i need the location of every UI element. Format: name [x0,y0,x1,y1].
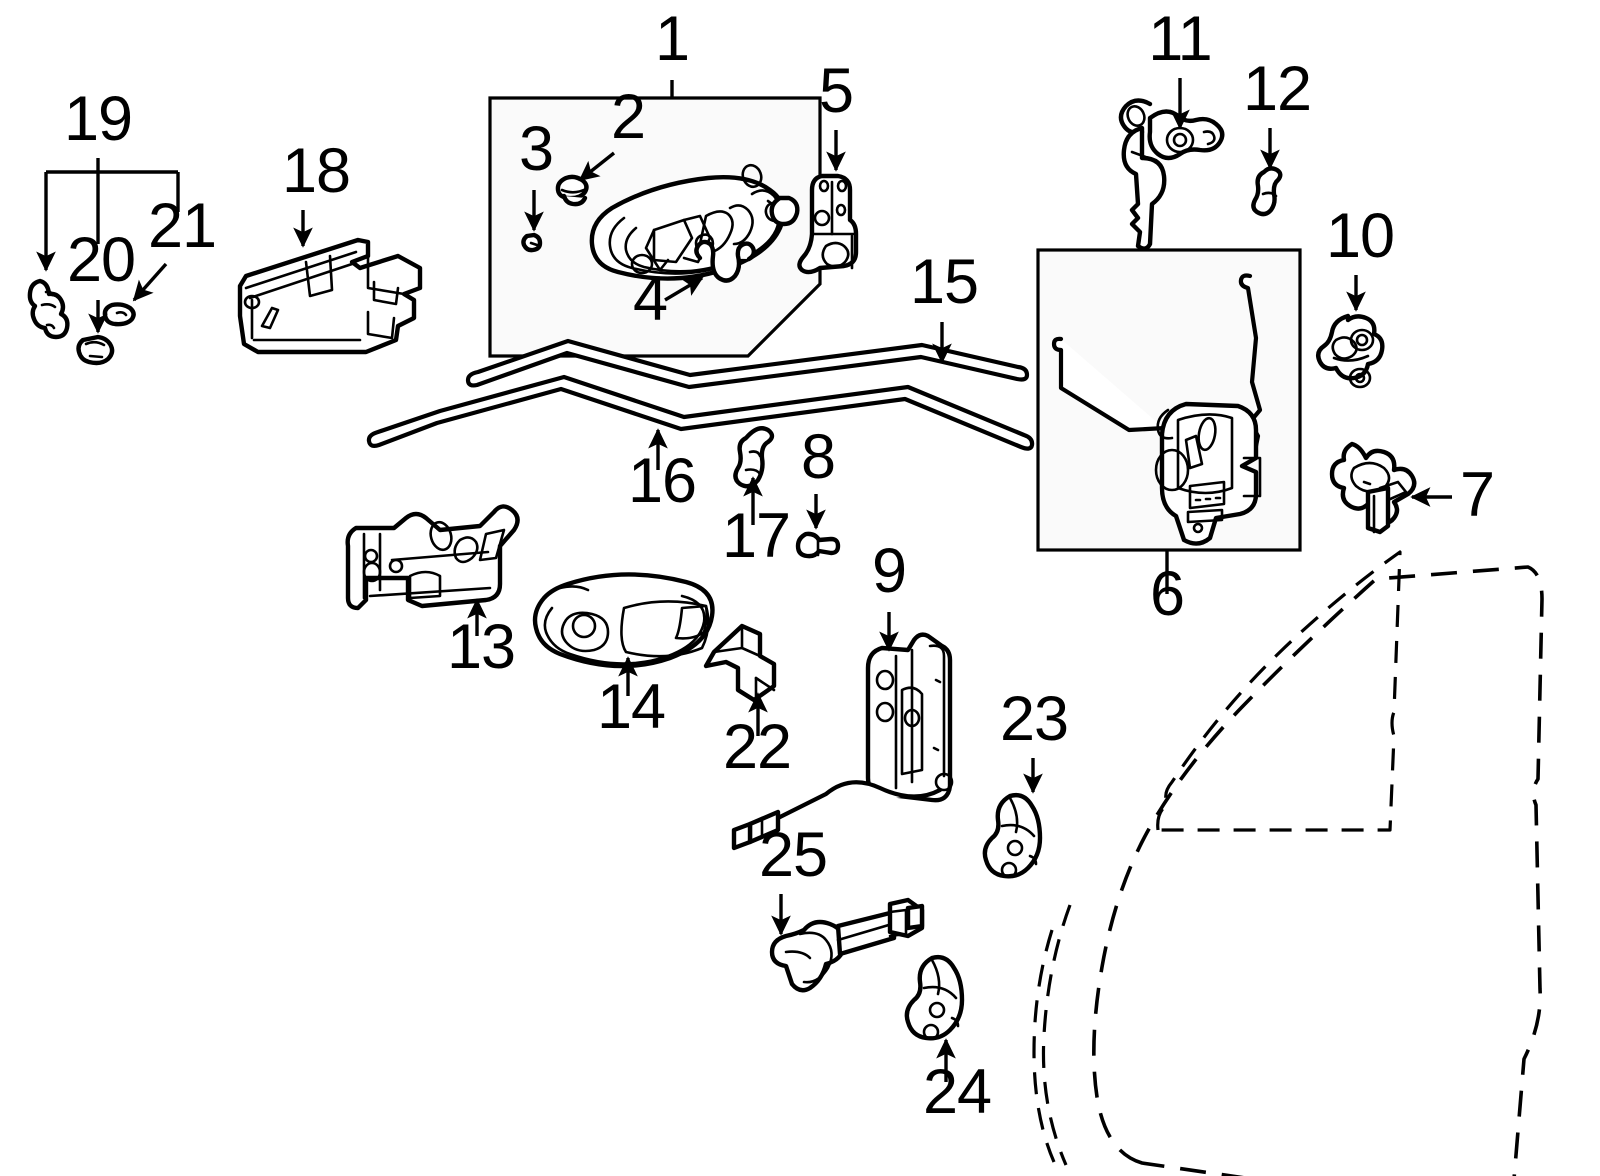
callout-label-25: 25 [759,820,827,890]
part-lock-cylinder-with-key [1118,98,1225,251]
callout-label-24: 24 [923,1057,991,1127]
leader-2 [578,151,616,182]
callout-label-21: 21 [148,191,216,261]
part-striker-bolt [76,334,115,366]
part-door-check-strap [769,897,925,993]
callout-label-14: 14 [597,672,665,742]
leader-19-bracket [36,158,180,272]
part-lock-cylinder-retainer [1251,166,1283,217]
part-door-lock-cable-clip [1316,313,1385,389]
front-door-shell-phantom-outline [1032,550,1544,1176]
callout-label-4: 4 [633,264,667,334]
part-handle-base-bracket [237,237,423,355]
callout-label-15: 15 [910,247,978,317]
callout-label-6: 6 [1150,559,1184,629]
part-rod-grommet-bushing [795,531,841,559]
part-inside-door-handle-bezel [532,572,715,669]
part-door-lock-striker [797,173,859,275]
part-door-hinge-lower [904,954,965,1041]
part-handle-screw-cover [521,232,543,253]
callout-label-18: 18 [282,136,350,206]
callout-label-19: 19 [64,84,132,154]
part-lock-rod-clip-right [1329,441,1417,535]
part-outside-door-handle [589,163,800,281]
part-striker-shim [102,302,136,327]
callout-label-1: 1 [655,4,689,74]
callout-label-3: 3 [519,114,553,184]
callout-label-5: 5 [819,56,853,126]
callout-label-10: 10 [1326,201,1394,271]
part-inside-handle-bracket [345,504,520,611]
part-lock-control-rod-upper [465,338,1030,390]
callout-label-20: 20 [67,225,135,295]
part-door-lock-assembly [1051,273,1263,546]
part-door-lock-actuator-motor [731,632,954,851]
callout-label-7: 7 [1460,460,1494,530]
part-handle-retainer-spring-clip [694,239,757,283]
callout-label-8: 8 [801,422,835,492]
callout-label-23: 23 [1000,684,1068,754]
callout-label-22: 22 [723,712,791,782]
callout-label-12: 12 [1243,54,1311,124]
callout-label-9: 9 [872,536,906,606]
callout-label-2: 2 [611,82,645,152]
leader-21 [132,262,168,302]
callout-label-13: 13 [447,612,515,682]
leader-4 [664,276,704,302]
callout-label-16: 16 [628,446,696,516]
callout-label-17: 17 [722,501,790,571]
part-striker-link-plate [27,278,70,340]
part-lock-control-rod-lower [366,374,1035,451]
part-door-hinge-upper [982,792,1043,879]
callout-label-11: 11 [1148,4,1211,74]
